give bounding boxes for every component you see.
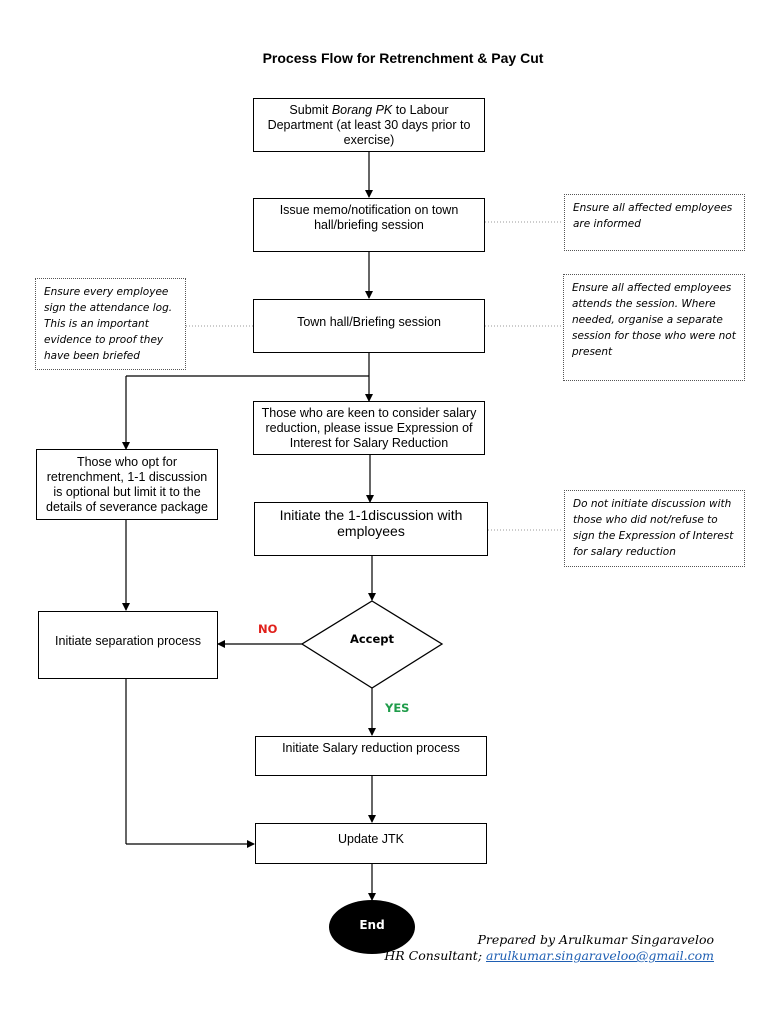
consultant-role: HR Consultant; xyxy=(384,948,486,963)
step-issue-memo: Issue memo/notification on town hall/bri… xyxy=(253,198,485,252)
label-no: NO xyxy=(258,622,278,636)
step-salary-reduction: Initiate Salary reduction process xyxy=(255,736,487,776)
step-submit-borang-pk: Submit Borang PK to Labour Department (a… xyxy=(253,98,485,152)
note-do-not-initiate: Do not initiate discussion with those wh… xyxy=(564,490,745,567)
borang-pk-text: Borang PK xyxy=(331,102,393,117)
decision-diamond xyxy=(300,600,444,689)
consultant-line: HR Consultant; arulkumar.singaraveloo@gm… xyxy=(380,948,714,963)
step-update-jtk: Update JTK xyxy=(255,823,487,864)
note-attend-session: Ensure all affected employees attends th… xyxy=(563,274,745,381)
step-town-hall: Town hall/Briefing session xyxy=(253,299,485,353)
end-label: End xyxy=(359,918,385,932)
submit-text-pre: Submit xyxy=(289,102,332,117)
decision-accept-label: Accept xyxy=(349,632,395,646)
step-initiate-discussion: Initiate the 1-1discussion with employee… xyxy=(254,502,488,556)
prepared-by: Prepared by Arulkumar Singaraveloo xyxy=(477,932,714,947)
submit-text-post: to Labour Department (at least 30 days p… xyxy=(267,102,471,147)
end-terminator xyxy=(329,900,415,954)
step-separation-process: Initiate separation process xyxy=(38,611,218,679)
email-link[interactable]: arulkumar.singaraveloo@gmail.com xyxy=(486,948,714,963)
label-yes: YES xyxy=(385,701,410,715)
step-opt-retrenchment: Those who opt for retrenchment, 1-1 disc… xyxy=(36,449,218,520)
note-employees-informed: Ensure all affected employees are inform… xyxy=(564,194,745,251)
page-title: Process Flow for Retrenchment & Pay Cut xyxy=(262,50,544,66)
step-expression-of-interest: Those who are keen to consider salary re… xyxy=(253,401,485,455)
note-attendance-log: Ensure every employee sign the attendanc… xyxy=(35,278,186,370)
